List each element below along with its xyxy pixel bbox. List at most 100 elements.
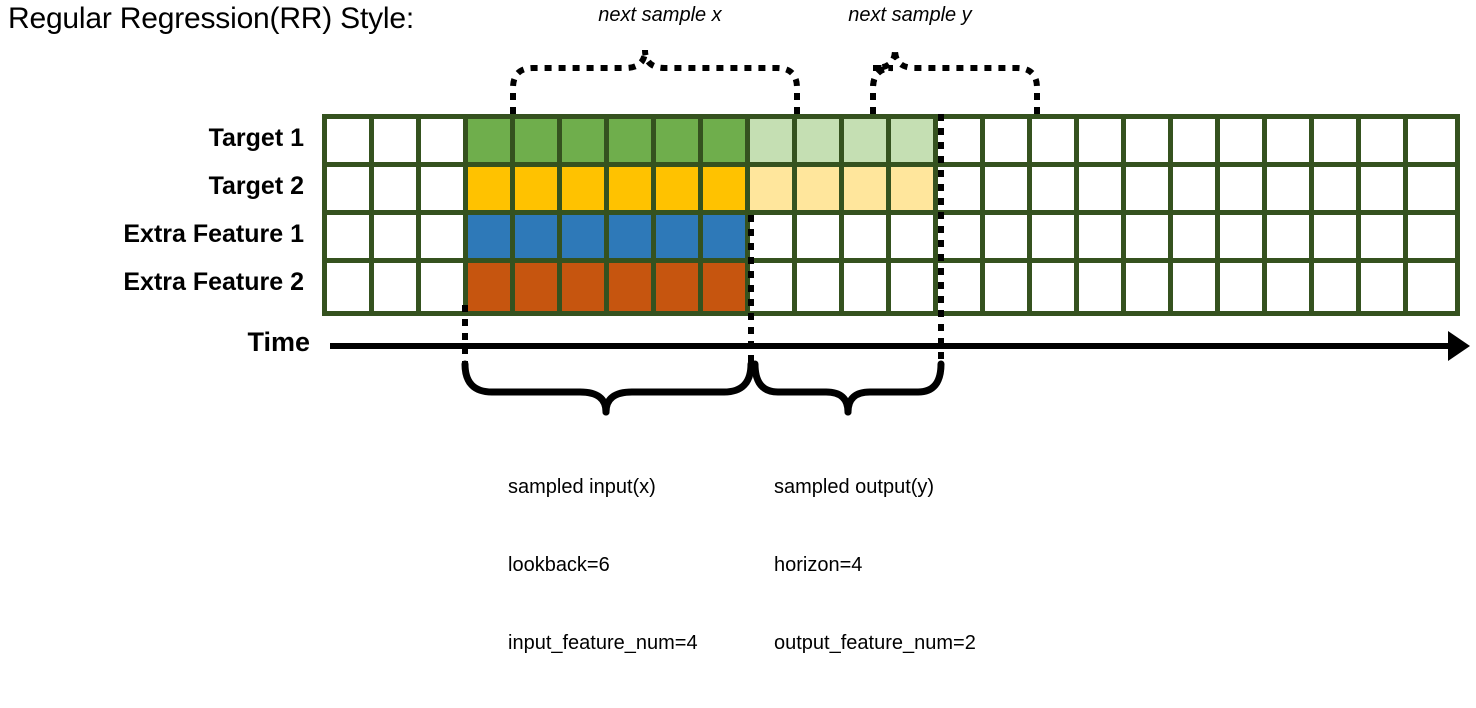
bottom-annotation-input: sampled input(x) lookback=6 input_featur… xyxy=(508,422,698,708)
row-label-column: Target 1 Target 2 Extra Feature 1 Extra … xyxy=(0,114,316,306)
grid-cell-empty xyxy=(1032,167,1079,215)
grid-cell-output xyxy=(750,119,797,167)
grid-cell-empty xyxy=(1079,215,1126,263)
grid-cell-input xyxy=(515,167,562,215)
grid-cell-empty xyxy=(797,215,844,263)
grid-cell-input xyxy=(562,119,609,167)
top-annotation-next-sample-x: next sample x xyxy=(598,4,722,26)
grid-cell-empty xyxy=(1408,215,1455,263)
grid-cell-input xyxy=(609,263,656,311)
grid-cell-empty xyxy=(1314,119,1361,167)
grid-cell-input xyxy=(656,167,703,215)
grid-cell-input xyxy=(515,119,562,167)
grid-cell-input xyxy=(656,263,703,311)
grid-cell-input xyxy=(562,263,609,311)
grid-cell-empty xyxy=(1314,215,1361,263)
grid-cell-empty xyxy=(421,263,468,311)
grid-cell-input xyxy=(468,215,515,263)
row-label-target-1: Target 1 xyxy=(208,124,304,152)
grid-cell-input xyxy=(562,215,609,263)
grid-cell-empty xyxy=(327,167,374,215)
grid-cell-empty xyxy=(374,215,421,263)
row-label-extra-feature-2: Extra Feature 2 xyxy=(123,268,304,296)
diagram-canvas: Regular Regression(RR) Style: next sampl… xyxy=(0,2,1470,654)
grid-cell-empty xyxy=(1126,215,1173,263)
top-annotation-next-sample-y: next sample y xyxy=(848,4,972,26)
grid-cell-input xyxy=(703,167,750,215)
bottom-annotation-input-line-3: input_feature_num=4 xyxy=(508,632,698,654)
grid-cell-empty xyxy=(1032,215,1079,263)
grid-row xyxy=(327,215,1455,263)
grid-cell-empty xyxy=(1361,215,1408,263)
grid-cell-input xyxy=(609,215,656,263)
grid-cell-empty xyxy=(1220,167,1267,215)
time-axis-label: Time xyxy=(247,327,310,357)
page-title: Regular Regression(RR) Style: xyxy=(8,2,415,35)
grid-cell-input xyxy=(656,215,703,263)
grid-cell-empty xyxy=(1126,119,1173,167)
grid-cell-empty xyxy=(938,215,985,263)
row-label-extra-feature-1: Extra Feature 1 xyxy=(123,220,304,248)
grid-cell-empty xyxy=(374,167,421,215)
grid-cell-empty xyxy=(1361,263,1408,311)
grid-cell-empty xyxy=(1361,119,1408,167)
grid-cell-input xyxy=(562,167,609,215)
grid-cell-empty xyxy=(1126,263,1173,311)
grid-cell-empty xyxy=(797,263,844,311)
grid-cell-empty xyxy=(1220,263,1267,311)
timeseries-grid xyxy=(322,114,1460,316)
grid-cell-empty xyxy=(374,263,421,311)
grid-cell-input xyxy=(468,119,515,167)
grid-cell-empty xyxy=(891,263,938,311)
grid-cell-empty xyxy=(327,119,374,167)
grid-cell-empty xyxy=(1314,167,1361,215)
grid-cell-input xyxy=(703,263,750,311)
grid-cell-input xyxy=(703,119,750,167)
grid-cell-empty xyxy=(1267,167,1314,215)
grid-cell-empty xyxy=(1032,119,1079,167)
grid-cell-empty xyxy=(1126,167,1173,215)
grid-cell-empty xyxy=(844,263,891,311)
grid-cell-output xyxy=(891,167,938,215)
grid-cell-input xyxy=(703,215,750,263)
grid-cell-empty xyxy=(374,119,421,167)
grid-row xyxy=(327,263,1455,311)
grid-cell-output xyxy=(797,119,844,167)
grid-cell-input xyxy=(515,263,562,311)
grid-cell-input xyxy=(609,167,656,215)
grid-cell-empty xyxy=(421,215,468,263)
grid-cell-empty xyxy=(1173,215,1220,263)
bottom-annotation-input-line-1: sampled input(x) xyxy=(508,476,656,498)
grid-cell-empty xyxy=(750,215,797,263)
grid-row xyxy=(327,119,1455,167)
grid-cell-input xyxy=(609,119,656,167)
grid-cell-output xyxy=(750,167,797,215)
grid-cell-empty xyxy=(327,263,374,311)
bottom-annotation-output-line-1: sampled output(y) xyxy=(774,476,935,498)
grid-cell-empty xyxy=(1079,119,1126,167)
grid-cell-empty xyxy=(1173,119,1220,167)
grid-cell-empty xyxy=(938,167,985,215)
grid-cell-output xyxy=(797,167,844,215)
grid-cell-input xyxy=(656,119,703,167)
bottom-annotation-output-line-2: horizon=4 xyxy=(774,554,863,576)
row-label-target-2: Target 2 xyxy=(208,172,304,200)
grid-cell-output xyxy=(844,167,891,215)
grid-cell-empty xyxy=(1408,263,1455,311)
dotted-brace-next-sample-y xyxy=(870,49,1040,114)
brace-sampled-input xyxy=(461,360,755,416)
time-axis-line xyxy=(330,343,1460,349)
grid-cell-empty xyxy=(985,215,1032,263)
grid-cell-empty xyxy=(1173,167,1220,215)
grid-cell-empty xyxy=(1267,119,1314,167)
bottom-annotation-input-line-2: lookback=6 xyxy=(508,554,610,576)
grid-cell-empty xyxy=(421,119,468,167)
dotted-brace-next-sample-x xyxy=(510,49,800,114)
grid-cell-empty xyxy=(985,263,1032,311)
grid-cell-empty xyxy=(891,215,938,263)
bottom-annotation-output: sampled output(y) horizon=4 output_featu… xyxy=(774,422,976,708)
grid-cell-empty xyxy=(1032,263,1079,311)
grid-cell-empty xyxy=(938,119,985,167)
grid-cell-empty xyxy=(985,119,1032,167)
grid-cell-input xyxy=(468,167,515,215)
